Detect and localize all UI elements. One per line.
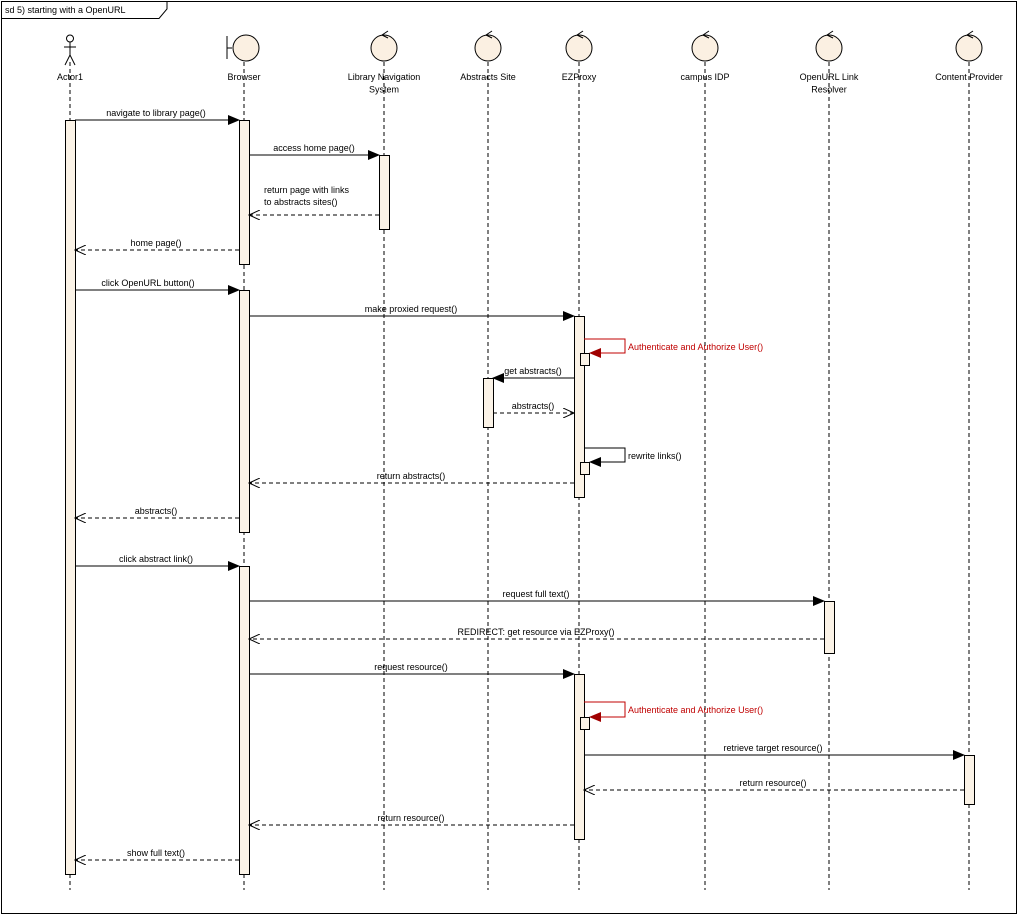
message-label: Authenticate and Authorize User() — [628, 342, 763, 352]
activation-bar-openurl-resolver — [824, 601, 835, 654]
activation-bar-abstracts-site — [483, 378, 494, 428]
message-m16: request resource() — [249, 662, 575, 679]
self-call-arrow — [584, 338, 626, 358]
activation-bar-ezproxy — [580, 353, 590, 366]
participant-browser: Browser — [226, 34, 261, 82]
message-m5: click OpenURL button() — [75, 278, 240, 295]
message-m14: request full text() — [249, 589, 825, 606]
message-m6: make proxied request() — [249, 304, 575, 321]
message-m9: abstracts() — [493, 401, 574, 413]
activation-bar-browser — [239, 566, 250, 875]
activation-bar-content-provider — [964, 755, 975, 805]
message-label: abstracts() — [512, 401, 555, 411]
message-label: home page() — [130, 238, 181, 248]
message-label: abstracts() — [135, 506, 178, 516]
messages: navigate to library page() access home pa… — [75, 108, 965, 860]
participant-label: System — [369, 85, 399, 95]
participant-label: Resolver — [811, 85, 847, 95]
message-label: to abstracts sites() — [264, 197, 338, 207]
participant-actor1: Actor1 — [57, 34, 83, 82]
message-m13: click abstract link() — [75, 554, 240, 571]
message-label: click abstract link() — [119, 554, 193, 564]
message-m20: return resource() — [249, 813, 574, 825]
activation-bar-ezproxy — [574, 674, 585, 840]
participant-label: Browser — [227, 72, 260, 82]
message-label: click OpenURL button() — [101, 278, 194, 288]
participant-label: OpenURL Link — [800, 72, 859, 82]
activation-bar-browser — [239, 290, 250, 533]
message-label: request resource() — [374, 662, 448, 672]
message-m10: rewrite links() — [584, 447, 682, 467]
participant-ezproxy: EZProxy — [562, 30, 597, 82]
control-icon — [815, 30, 843, 62]
message-m18: retrieve target resource() — [584, 743, 965, 760]
message-label: make proxied request() — [365, 304, 458, 314]
participant-abstracts-site: Abstracts Site — [460, 30, 516, 82]
message-label: REDIRECT: get resource via EZProxy() — [457, 627, 614, 637]
message-label: Authenticate and Authorize User() — [628, 705, 763, 715]
control-icon — [691, 30, 719, 62]
message-label: return page with links — [264, 185, 350, 195]
participant-label: Library Navigation — [348, 72, 421, 82]
self-call-arrow — [584, 447, 626, 467]
participant-campus-idp: campus IDP — [680, 30, 730, 82]
message-m8: get abstracts() — [492, 366, 574, 383]
message-m3: return page with links to abstracts sites… — [249, 185, 379, 215]
message-label: request full text() — [502, 589, 569, 599]
frame-title-tab — [1, 1, 168, 19]
message-m15: REDIRECT: get resource via EZProxy() — [249, 627, 824, 639]
message-label: access home page() — [273, 143, 355, 153]
activation-bar-actor1 — [65, 120, 76, 875]
message-m19: return resource() — [584, 778, 964, 790]
control-icon — [474, 30, 502, 62]
activation-bar-ezproxy — [580, 717, 590, 730]
message-label: navigate to library page() — [106, 108, 206, 118]
message-m12: abstracts() — [75, 506, 239, 518]
activation-bars — [65, 120, 975, 875]
message-label: show full text() — [127, 848, 185, 858]
participant-label: Actor1 — [57, 72, 83, 82]
message-m4: home page() — [75, 238, 239, 250]
message-m7: Authenticate and Authorize User() — [584, 338, 763, 358]
message-label: rewrite links() — [628, 451, 682, 461]
participant-label: Abstracts Site — [460, 72, 516, 82]
message-m21: show full text() — [75, 848, 239, 860]
activation-bar-library-nav — [379, 155, 390, 230]
control-icon — [370, 30, 398, 62]
activation-bar-ezproxy — [574, 316, 585, 498]
message-m17: Authenticate and Authorize User() — [584, 701, 763, 722]
frame-title: sd 5) starting with a OpenURL — [5, 5, 126, 15]
message-m2: access home page() — [249, 143, 380, 160]
self-call-arrow — [584, 701, 626, 722]
message-m11: return abstracts() — [249, 471, 574, 483]
message-m1: navigate to library page() — [75, 108, 240, 125]
control-icon — [955, 30, 983, 62]
message-label: return abstracts() — [377, 471, 446, 481]
activation-bar-ezproxy — [580, 462, 590, 475]
message-label: return resource() — [377, 813, 444, 823]
participant-label: EZProxy — [562, 72, 597, 82]
participant-label: Content Provider — [935, 72, 1003, 82]
stick-figure-icon — [64, 34, 76, 66]
participant-content-provider: Content Provider — [935, 30, 1003, 82]
activation-bar-browser — [239, 120, 250, 265]
boundary-icon — [226, 34, 260, 62]
message-label: retrieve target resource() — [723, 743, 822, 753]
control-icon — [565, 30, 593, 62]
message-label: get abstracts() — [504, 366, 562, 376]
message-label: return resource() — [739, 778, 806, 788]
participant-label: campus IDP — [680, 72, 729, 82]
